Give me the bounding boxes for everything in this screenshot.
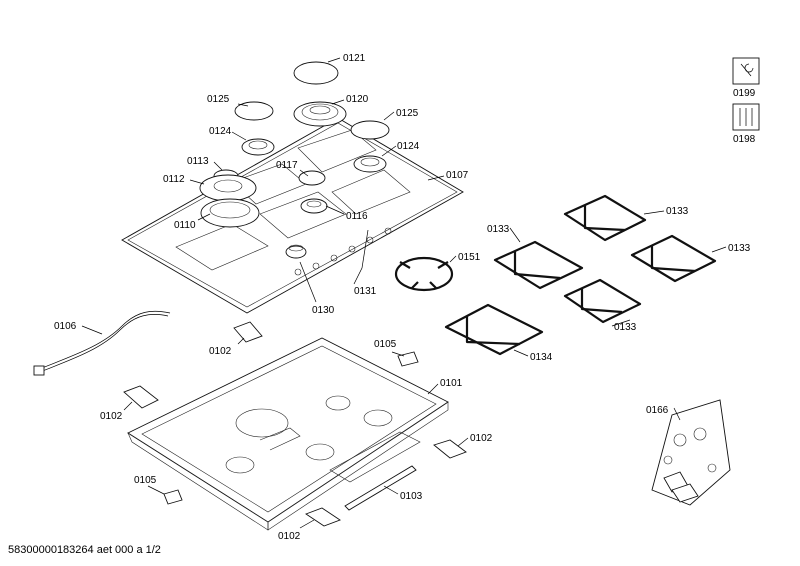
label-0120: 0120 [346,94,369,105]
label-0102-right: 0102 [470,433,493,444]
burner-cap-left [234,101,274,121]
label-0134: 0134 [530,352,553,363]
label-0117: 0117 [276,160,298,171]
leader-lines [81,57,727,529]
wok-burner-base [200,198,260,228]
label-0199: 0199 [733,88,756,99]
label-0110: 0110 [174,220,196,231]
label-0151: 0151 [458,252,481,263]
label-0105-top: 0105 [374,339,397,350]
label-0113: 0113 [187,156,209,167]
pan-support-3 [630,234,717,283]
label-0102-left: 0102 [100,411,123,422]
label-0105-bottom: 0105 [134,475,157,486]
burner-cap-right [350,120,390,140]
small-parts [33,310,467,527]
label-0133-left: 0133 [487,224,510,235]
label-0125-right: 0125 [396,108,419,119]
label-0166: 0166 [646,405,669,416]
control-knob [285,245,307,259]
service-icons [732,57,760,131]
tools-icon [732,103,760,131]
power-cable [39,314,169,373]
wok-ring [394,256,454,292]
burner-medium-right [353,155,387,173]
burner-cap-large [293,61,339,85]
pan-support-1 [563,194,647,242]
pan-supports [394,194,717,356]
label-0133-right: 0133 [728,243,751,254]
burner-parts [199,61,390,259]
label-0102-top: 0102 [209,346,232,357]
clip-1 [397,351,419,367]
label-0198: 0198 [733,134,756,145]
label-0124-left: 0124 [209,126,232,137]
label-0101: 0101 [440,378,463,389]
document-footer-code: 58300000183264 aet 000 a 1/2 [8,544,161,556]
label-0102-bottom: 0102 [278,531,301,542]
pan-support-2 [493,240,584,290]
wok-burner-ring [199,174,257,202]
wrench-icon [732,57,760,85]
label-0121: 0121 [343,53,366,64]
label-0112: 0112 [163,174,185,185]
label-0130: 0130 [312,305,335,316]
burner-medium-left [241,138,275,156]
label-0116: 0116 [346,211,368,222]
pan-support-4 [563,278,642,324]
small-cap [298,170,326,186]
seal-strip [344,465,417,511]
part-labels: 0121 0120 0125 0125 0124 0124 0113 0117 … [54,53,756,542]
label-0107: 0107 [446,170,469,181]
label-0103: 0103 [400,491,423,502]
label-0125-left: 0125 [207,94,230,105]
label-0133-bottom: 0133 [614,322,637,333]
label-0124-right: 0124 [397,141,420,152]
cable-plug [33,365,45,376]
label-0131: 0131 [354,286,377,297]
bottom-tray [127,337,449,531]
pan-support-5 [444,303,544,356]
clip-2 [163,489,183,505]
label-0133-top: 0133 [666,206,689,217]
label-0106: 0106 [54,321,77,332]
accessory-kit [651,399,731,506]
